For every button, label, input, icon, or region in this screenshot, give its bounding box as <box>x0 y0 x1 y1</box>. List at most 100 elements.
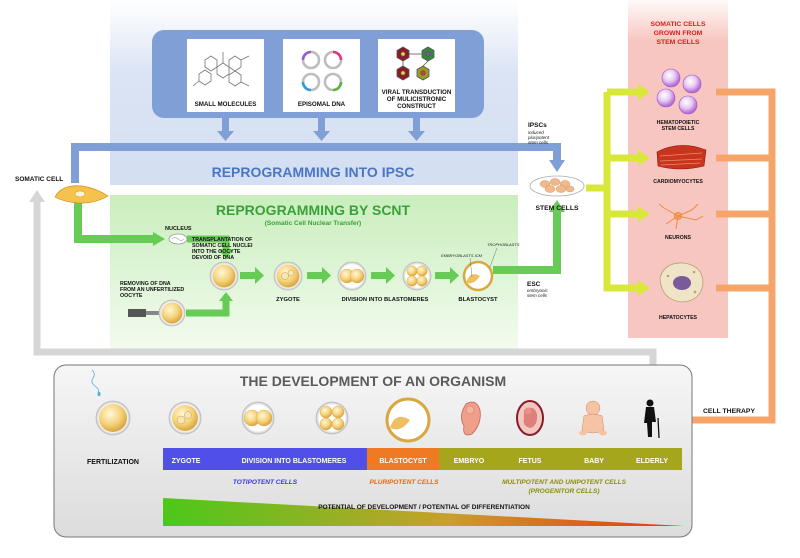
progenitor-label: (PROGENITOR CELLS) <box>528 488 599 495</box>
cell-therapy-arrows <box>690 88 776 424</box>
stem-cells-label: STEM CELLS <box>535 205 579 212</box>
stage-division: DIVISION INTO BLASTOMERES <box>242 458 347 465</box>
elderly-icon <box>644 399 660 439</box>
pluripotent-label: PLURIPOTENT CELLS <box>370 479 440 486</box>
removing-line2: FROM AN UNFERTILIZED <box>120 287 184 293</box>
removing-line3: OOCYTE <box>120 293 143 299</box>
neurons-icon <box>658 203 704 230</box>
cell-therapy-label: CELL THERAPY <box>703 408 755 415</box>
nucleus-label: NUCLEUS <box>165 226 192 232</box>
scnt-blastocyst-icon <box>462 260 494 292</box>
baby-icon <box>579 400 607 436</box>
scnt-arrow-1 <box>255 267 264 284</box>
dev-morula-icon <box>315 401 349 435</box>
small-molecules-card: SMALL MOLECULES <box>187 39 264 112</box>
stage-baby: BABY <box>584 458 604 465</box>
episomal-dna-card-background <box>283 39 360 112</box>
stage-blastocyst: BLASTOCYST <box>379 458 427 465</box>
hematopoietic-cells-icon <box>656 68 702 115</box>
differentiation-arrowheads <box>638 84 650 296</box>
cardiomyocytes-icon <box>656 145 707 170</box>
ipsc-sub-line1: induced <box>528 130 544 135</box>
totipotent-label: TOTIPOTENT CELLS <box>233 479 298 486</box>
cardiomyocytes-label: CARDIOMYOCYTES <box>653 179 703 185</box>
viral-transduction-card-background <box>378 39 455 112</box>
ipsc-panel: SMALL MOLECULES EPISOMAL DNA <box>71 0 565 185</box>
scnt-morula-icon <box>402 261 432 291</box>
episomal-dna-card: EPISOMAL DNA <box>283 39 360 112</box>
episomal-dna-label: EPISOMAL DNA <box>298 101 346 108</box>
ipsc-panel-title: REPROGRAMMING INTO IPSC <box>212 164 415 180</box>
fertilization-egg-icon <box>95 400 131 436</box>
plasmid-rings-icon <box>301 50 343 92</box>
fetus-icon <box>516 400 544 436</box>
trophoblasts-label: TROPHOBLASTS <box>487 242 520 247</box>
esc-sub-line1: embryonic <box>527 288 549 293</box>
scnt-arrow-4 <box>450 267 459 284</box>
viral-transduction-label-line3: CONSTRUCT <box>397 103 436 110</box>
oocyte-up-arrow <box>186 300 230 317</box>
reconstructed-oocyte-icon <box>209 261 239 291</box>
ipsc-input-arrows <box>217 118 425 141</box>
viral-transduction-label-line1: VIRAL TRANSDUCTION <box>382 89 452 96</box>
ipsc-label: IPSCs <box>528 122 547 129</box>
somatic-cell-group: SOMATIC CELL <box>15 176 109 204</box>
dev-blastocyst-icon <box>385 397 431 443</box>
neurons-label: NEURONS <box>665 235 691 241</box>
scnt-panel-subtitle: (Somatic Cell Nuclear Transfer) <box>265 220 361 227</box>
viral-transduction-card: VIRAL TRANSDUCTION OF MULICISTRONIC CONS… <box>378 39 455 112</box>
hepatocytes-icon <box>659 262 704 303</box>
removing-line1: REMOVING OF DNA <box>120 281 171 287</box>
stage-fetus: FETUS <box>519 458 542 465</box>
small-molecules-label: SMALL MOLECULES <box>195 101 257 108</box>
stage-zygote: ZYGOTE <box>172 458 201 465</box>
grown-title-line3: STEM CELLS <box>656 39 700 46</box>
scnt-division-label: DIVISION INTO BLASTOMERES <box>342 297 429 303</box>
stage-bar-pluripotent <box>367 448 439 470</box>
scnt-nucleus-arrow <box>74 202 155 243</box>
potential-label: POTENTIAL OF DEVELOPMENT / POTENTIAL OF … <box>318 504 530 511</box>
stage-embryo: EMBRYO <box>454 458 485 465</box>
embryoblasts-label: EMBRYOBLASTS ICM <box>441 253 483 258</box>
differentiation-arrows <box>586 88 640 292</box>
grown-title-line1: SOMATIC CELLS <box>650 21 705 28</box>
scnt-blastocyst-label: BLASTOCYST <box>458 297 498 303</box>
stage-bar-totipotent <box>163 448 367 470</box>
transplant-line3: INTO THE OOCYTE <box>192 249 241 255</box>
scnt-panel-title: REPROGRAMMING BY SCNT <box>216 202 411 218</box>
development-panel: THE DEVELOPMENT OF AN ORGANISM FERTILIZA… <box>53 364 693 538</box>
stem-cells-group: STEM CELLS <box>529 175 585 212</box>
esc-sub-line2: stem cells <box>527 293 548 298</box>
esc-label: ESC <box>527 281 541 288</box>
molecule-structure-icon <box>192 52 250 87</box>
nucleus-to-oocyte-arrow <box>187 235 230 250</box>
potential-gradient-wedge <box>163 498 684 526</box>
hematopoietic-label-line2: STEM CELLS <box>662 126 695 132</box>
dev-two-cell-icon <box>241 401 275 435</box>
scnt-nucleus-arrowhead <box>153 232 165 246</box>
dev-zygote-icon <box>168 401 202 435</box>
development-title: THE DEVELOPMENT OF AN ORGANISM <box>240 373 506 389</box>
hepatocytes-label: HEPATOCYTES <box>659 315 698 321</box>
ipsc-sub-line2: pluripotent <box>527 135 550 140</box>
viral-transduction-label-line2: OF MULICISTRONIC <box>387 96 447 103</box>
ipsc-sub-line3: stem cells <box>528 140 549 145</box>
grown-cells-panel: SOMATIC CELLS GROWN FROM STEM CELLS HEMA… <box>628 0 728 338</box>
transplant-line1: TRANSPLANTATION OF <box>192 237 253 243</box>
somatic-cell-label: SOMATIC CELL <box>15 176 63 183</box>
scnt-panel: REPROGRAMMING BY SCNT (Somatic Cell Nucl… <box>74 195 565 350</box>
transplant-line4: DEVOID OF DNA <box>192 255 234 261</box>
grown-title-line2: GROWN FROM <box>654 30 703 37</box>
scnt-arrow-2 <box>322 267 331 284</box>
sperm-icon <box>91 369 101 397</box>
scnt-zygote-icon <box>273 261 303 291</box>
hematopoietic-label-line1: HEMATOPOIETIC <box>657 120 700 126</box>
ipsc-arrowhead <box>549 160 565 172</box>
scnt-arrow-3 <box>386 267 395 284</box>
fertilization-label: FERTILIZATION <box>87 459 139 466</box>
small-molecules-card-background <box>187 39 264 112</box>
esc-arrow <box>493 210 561 274</box>
multipotent-label: MULTIPOTENT AND UNIPOTENT CELLS <box>502 479 627 486</box>
oocyte-pipette-icon <box>128 299 186 327</box>
scnt-zygote-label: ZYGOTE <box>276 297 300 303</box>
